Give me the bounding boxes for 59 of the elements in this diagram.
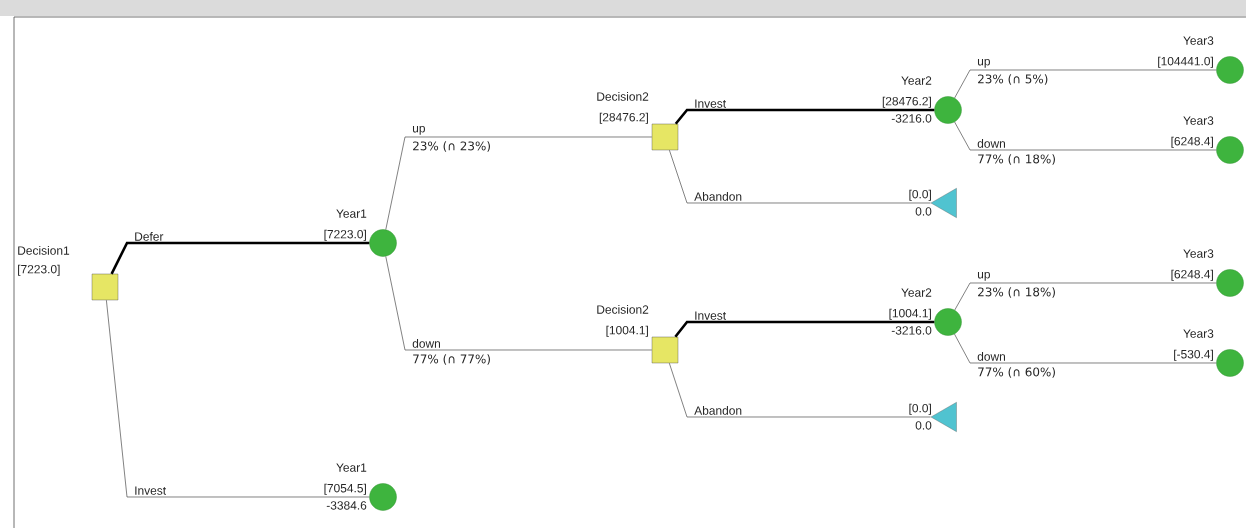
- branch-line: [954, 333, 1217, 364]
- edge-label: Abandon: [694, 406, 742, 415]
- probability-label: 23% (∩ 18%): [978, 287, 1055, 298]
- edge-label: Invest: [695, 311, 726, 320]
- node-label: Decision2: [597, 92, 649, 101]
- payoff-value: -3384.6: [326, 501, 367, 510]
- node-label: [7223.0]: [324, 229, 366, 241]
- node-label: Year2: [901, 288, 932, 297]
- branch-line: [954, 282, 1217, 311]
- branch-line: [674, 320, 935, 338]
- node-label: [7223.0]: [18, 264, 60, 276]
- node-label: [28476.2]: [599, 112, 648, 124]
- payoff-value: -3216.0: [891, 114, 932, 123]
- probability-label: 23% (∩ 23%): [413, 141, 490, 152]
- branch-line: [669, 362, 931, 418]
- probability-label: 77% (∩ 77%): [413, 354, 490, 365]
- branch-line: [385, 136, 653, 230]
- payoff-value: -3216.0: [891, 326, 932, 335]
- edge-label: down: [977, 139, 1005, 148]
- node-label: Year3: [1183, 36, 1214, 45]
- node-label: Year1: [336, 209, 367, 218]
- node-label: [6248.4]: [1171, 136, 1213, 148]
- branch-line: [674, 108, 935, 125]
- node-label: Year2: [901, 76, 932, 85]
- payoff-value: 0.0: [915, 207, 932, 216]
- edge-label: Invest: [135, 486, 166, 495]
- node-label: Year3: [1183, 116, 1214, 125]
- branch-line: [385, 256, 653, 351]
- node-label: Year3: [1183, 329, 1214, 338]
- node-label: [28476.2]: [882, 96, 931, 108]
- payoff-value: 0.0: [915, 421, 932, 430]
- node-label: [1004.1]: [606, 325, 648, 337]
- edge-label: Abandon: [694, 192, 742, 201]
- node-label: [-530.4]: [1174, 349, 1213, 361]
- branch-line: [954, 69, 1217, 99]
- node-label: [7054.5]: [324, 483, 366, 495]
- edge-label: up: [413, 125, 425, 135]
- node-label: [0.0]: [909, 403, 931, 415]
- branch-line: [106, 299, 370, 498]
- edge-label: Defer: [135, 232, 164, 241]
- edge-label: down: [977, 352, 1005, 361]
- node-label: Decision2: [597, 305, 649, 314]
- node-label: [1004.1]: [889, 308, 931, 320]
- edge-label: down: [412, 339, 440, 348]
- node-label: [0.0]: [909, 189, 931, 201]
- probability-label: 77% (∩ 60%): [978, 367, 1055, 378]
- branch-line: [954, 121, 1217, 151]
- node-label: Year3: [1183, 249, 1214, 258]
- node-label: Decision1: [18, 246, 70, 255]
- edge-label: up: [978, 271, 990, 281]
- probability-label: 77% (∩ 18%): [978, 154, 1055, 165]
- node-label: [6248.4]: [1171, 269, 1213, 281]
- branch-line: [110, 241, 370, 275]
- probability-label: 23% (∩ 5%): [978, 74, 1048, 85]
- edge-label: Invest: [695, 99, 726, 108]
- node-label: [104441.0]: [1158, 56, 1213, 68]
- branch-line: [669, 149, 931, 204]
- node-label: Year1: [336, 463, 367, 472]
- edge-label: up: [978, 58, 990, 68]
